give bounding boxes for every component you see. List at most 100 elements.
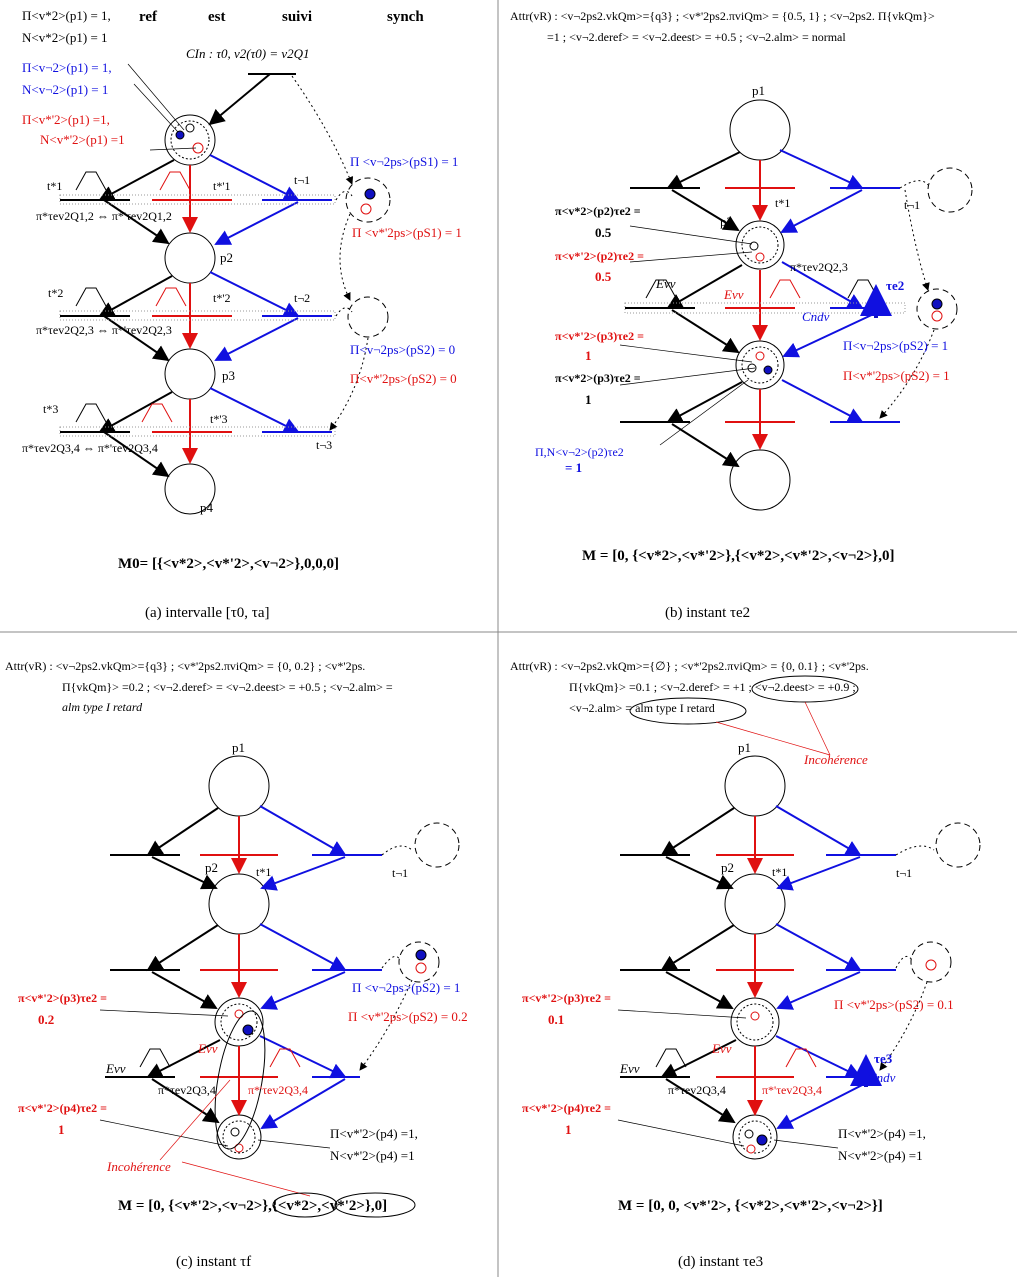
label-pi-ps1-synch: Π <v¬2ps>(pS1) = 1 xyxy=(350,154,458,169)
place-label-p4: p4 xyxy=(200,500,214,515)
label-pi-p1-synch: Π<v¬2>(p1) = 1, xyxy=(22,60,112,75)
marking-d: M = [0, 0, <v*'2>, {<v*2>,<v*'2>,<v¬2>}] xyxy=(618,1198,883,1214)
t-neg-3: t¬3 xyxy=(316,438,332,452)
label-pi-p4-est: Π<v*'2>(p4) =1, xyxy=(838,1126,926,1141)
pi-red-c: π*'τev2Q3,4 xyxy=(248,1083,308,1097)
attr-b-line2: =1 ; <v¬2.deref> = <v¬2.deest> = +0.5 ; … xyxy=(547,30,846,44)
value-pi-p2-ref: 0.5 xyxy=(595,225,612,240)
ev-red-c: Evv xyxy=(197,1041,218,1056)
value-pi-p2-est: 0.5 xyxy=(595,269,612,284)
value-pi-p3-est: 0.2 xyxy=(38,1012,54,1027)
place-label-p1: p1 xyxy=(752,83,765,98)
place-label-p2: p2 xyxy=(205,860,218,875)
tau-e3: τe3 xyxy=(874,1051,893,1066)
value-pi-p3-ref: 1 xyxy=(585,392,592,407)
marking-a: M0= [{<v*2>,<v*'2>,<v¬2>},0,0,0] xyxy=(118,556,339,572)
pi-red-d: π*'τev2Q3,4 xyxy=(762,1083,822,1097)
place-ps2 xyxy=(910,941,952,983)
attr-d-line3: <v¬2.alm> = alm type I retard xyxy=(569,701,715,715)
caption-a: (a) intervalle [τ0, τa] xyxy=(145,605,270,621)
label-pi-p3-est: π<v*'2>(p3)τe2 = xyxy=(18,991,107,1005)
value-pi-p3-est: 0.1 xyxy=(548,1012,564,1027)
marking-b: M = [0, {<v*2>,<v*'2>},{<v*2>,<v*'2>,<v¬… xyxy=(582,548,894,564)
label-n-p1-est: N<v*'2>(p1) =1 xyxy=(40,132,125,147)
token-blue xyxy=(175,130,185,140)
place-ps1 xyxy=(414,822,460,868)
header-est: est xyxy=(208,9,226,25)
attr-d-line2: Π{vkQm}> =0.1 ; <v¬2.deref> = +1 ; <v¬2.… xyxy=(569,680,856,694)
value-pi-p4-est: 1 xyxy=(565,1122,572,1137)
label-pi-ps2-est: Π<v*'2ps>(pS2) = 1 xyxy=(843,368,950,383)
marking-c: M = [0, {<v*'2>,<v¬2>},{<v*2>,<v*'2>},0] xyxy=(118,1198,387,1214)
place-p3 xyxy=(735,340,785,390)
incoherence-c: Incohérence xyxy=(106,1159,171,1174)
ev-black-b: Evv xyxy=(655,276,676,291)
label-pi-p1-ref: Π<v*2>(p1) = 1, xyxy=(22,8,111,23)
label-pi-p4-est: Π<v*'2>(p4) =1, xyxy=(330,1126,418,1141)
place-ps1 xyxy=(935,822,981,868)
value-pi-p3-est: 1 xyxy=(585,348,592,363)
attr-c-line1: Attr(vR) : <v¬2ps2.vkQm>={q3} ; <v*'2ps2… xyxy=(5,659,365,673)
caption-c: (c) instant τf xyxy=(176,1254,251,1270)
t-starprime-1: t*'1 xyxy=(213,179,231,193)
caption-d: (d) instant τe3 xyxy=(678,1254,763,1270)
label-n-p4-est: N<v*'2>(p4) =1 xyxy=(330,1148,415,1163)
label-pi-p3-ref: π<v*2>(p3)τe2 = xyxy=(555,371,641,385)
ev-red-b: Evv xyxy=(723,287,744,302)
place-ps1 xyxy=(345,177,391,223)
value-pin-p2-synch: = 1 xyxy=(565,460,582,475)
place-ps2 xyxy=(347,296,389,338)
t-star-3: t*3 xyxy=(43,402,58,416)
label-pi-ps2-est: Π <v*'2ps>(pS2) = 0.1 xyxy=(834,997,954,1012)
label-pi-ps2-synch: Π <v¬2ps>(pS2) = 1 xyxy=(352,980,460,995)
pi-link-1: π*τev2Q1,2 ⇔ π*'τev2Q1,2 xyxy=(36,209,172,223)
label-n-p1-synch: N<v¬2>(p1) = 1 xyxy=(22,82,108,97)
place-ps1 xyxy=(927,167,973,213)
place-p4 xyxy=(729,449,791,511)
place-p3 xyxy=(164,348,216,400)
label-pin-p2-synch: Π,N<v¬2>(p2)τe2 xyxy=(535,445,624,459)
label-n-p1-ref: N<v*2>(p1) = 1 xyxy=(22,30,108,45)
tau-e2: τe2 xyxy=(886,278,904,293)
place-p3 xyxy=(730,997,780,1047)
t-starprime-3: t*'3 xyxy=(210,412,228,426)
panel-d xyxy=(617,675,981,1160)
label-pi-p1-est: Π<v*'2>(p1) =1, xyxy=(22,112,110,127)
t-starprime-2: t*'2 xyxy=(213,291,231,305)
attr-d-line1: Attr(vR) : <v¬2ps2.vkQm>={∅} ; <v*'2ps2.… xyxy=(510,659,869,673)
panel-c xyxy=(99,755,460,1218)
t-star-1: t*1 xyxy=(772,865,787,879)
label-pi-p4-est: π<v*'2>(p4)τe2 = xyxy=(522,1101,611,1115)
place-label-p1: p1 xyxy=(738,740,751,755)
t-neg-1: t¬1 xyxy=(896,866,912,880)
pi-trans-b: π*τev2Q2,3 xyxy=(790,260,848,274)
t-star-1: t*1 xyxy=(256,865,271,879)
t-neg-1: t¬1 xyxy=(904,198,920,212)
cin-label: CIn : τ0, v2(τ0) = v2Q1 xyxy=(186,46,310,61)
header-suivi: suivi xyxy=(282,9,312,25)
label-pi-ps2-synch: Π<v¬2ps>(pS2) = 1 xyxy=(843,338,948,353)
place-ps2 xyxy=(916,288,958,330)
label-pi-p4-est: π<v*'2>(p4)τe2 = xyxy=(18,1101,107,1115)
ev-red-d: Evv xyxy=(711,1041,732,1056)
attr-c-line2: Π{vkQm}> =0.2 ; <v¬2.deref> = <v¬2.deest… xyxy=(62,680,393,694)
place-p2 xyxy=(164,232,216,284)
ev-black-c: Evv xyxy=(105,1061,126,1076)
label-pi-p2-ref: π<v*2>(p2)τe2 = xyxy=(555,204,641,218)
cnd-b: Cndv xyxy=(802,309,830,324)
place-p3 xyxy=(214,997,264,1047)
t-neg-1: t¬1 xyxy=(294,173,310,187)
place-label-p2: p2 xyxy=(721,860,734,875)
caption-b: (b) instant τe2 xyxy=(665,605,750,621)
t-star-1: t*1 xyxy=(47,179,62,193)
pi-black-d: π*τev2Q3,4 xyxy=(668,1083,726,1097)
attr-c-line3: alm type I retard xyxy=(62,700,143,714)
place-p4 xyxy=(164,463,216,515)
pi-black-c: π*τev2Q3,4 xyxy=(158,1083,216,1097)
place-ps2 xyxy=(398,941,440,983)
place-label-p3: p3 xyxy=(222,368,235,383)
pi-link-2: π*τev2Q2,3 ⇔ π*'τev2Q2,3 xyxy=(36,323,172,337)
t-neg-2: t¬2 xyxy=(294,291,310,305)
pi-link-3: π*τev2Q3,4 ⇔ π*'τev2Q3,4 xyxy=(22,441,158,455)
